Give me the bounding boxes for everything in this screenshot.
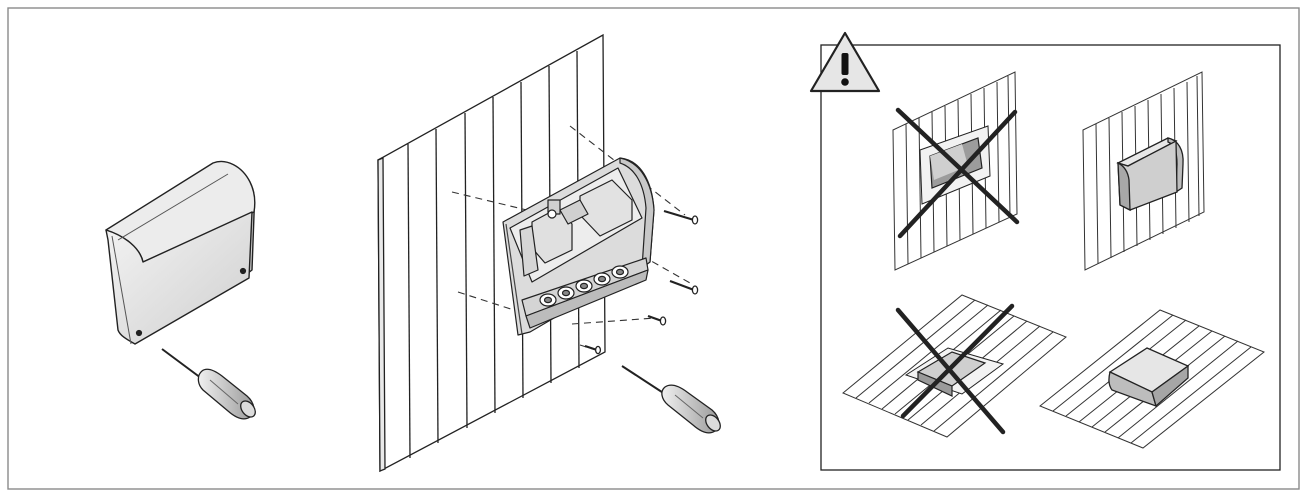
screw-icon	[663, 209, 699, 225]
wall-panel-icon	[377, 33, 606, 473]
correct-vertical-mount	[1082, 71, 1205, 271]
enclosure-base-icon	[502, 157, 655, 336]
enclosure-cover-icon	[105, 160, 256, 345]
panel-cover-removal	[105, 160, 256, 420]
screw-icon	[584, 345, 602, 355]
panel-orientation-warning: !	[809, 31, 1281, 471]
warning-icon: !	[809, 31, 881, 93]
screwdriver-icon	[161, 348, 256, 420]
correct-horizontal-mount	[1039, 309, 1265, 449]
cross-mark-icon	[895, 303, 1015, 435]
screw-icon	[647, 314, 667, 326]
screw-icon	[669, 279, 699, 295]
cross-mark-icon	[895, 107, 1020, 239]
screwdriver-icon	[621, 365, 721, 434]
panel-wall-mounting	[377, 33, 721, 473]
